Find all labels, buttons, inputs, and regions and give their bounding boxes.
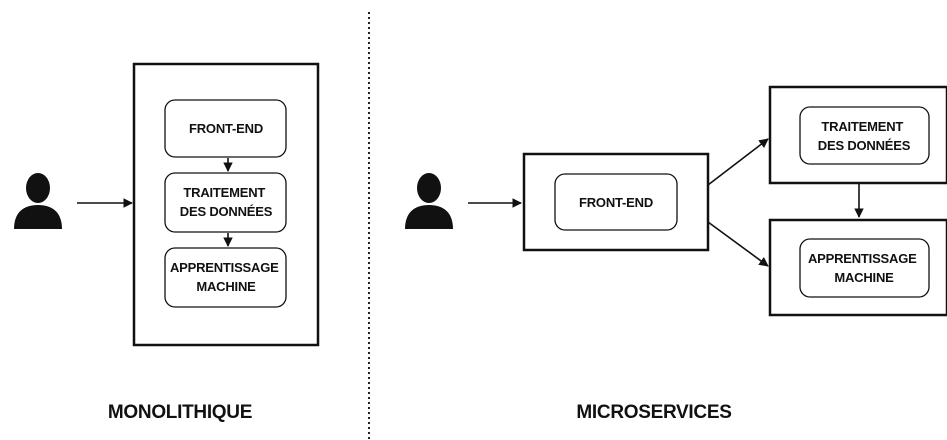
microservices-user-icon bbox=[405, 173, 453, 229]
microservices-front-end-label: FRONT-END bbox=[579, 195, 653, 210]
monolith-data-processing-module: TRAITEMENT DES DONNÉES bbox=[164, 172, 287, 233]
monolith-front-end-label: FRONT-END bbox=[189, 121, 263, 136]
monolith-section: FRONT-END TRAITEMENT DES DONNÉES APPRENT… bbox=[14, 62, 320, 423]
microservices-machine-learning-module: APPRENTISSAGE MACHINE bbox=[799, 238, 930, 298]
monolith-caption: MONOLITHIQUE bbox=[108, 402, 252, 423]
monolith-machine-learning-module: APPRENTISSAGE MACHINE bbox=[164, 247, 287, 308]
microservices-section: FRONT-END TRAITEMENT DES DONNÉES APPRENT… bbox=[405, 85, 947, 423]
microservices-arrow-frontend-to-data bbox=[707, 138, 769, 186]
monolith-data-processing-label: TRAITEMENT DES DONNÉES bbox=[180, 185, 273, 219]
monolith-machine-learning-label: APPRENTISSAGE MACHINE bbox=[170, 260, 282, 294]
microservices-arrow-frontend-to-ml bbox=[707, 221, 769, 267]
microservices-data-processing-label: TRAITEMENT DES DONNÉES bbox=[818, 119, 911, 153]
monolith-front-end-module: FRONT-END bbox=[164, 99, 287, 158]
microservices-front-end-module: FRONT-END bbox=[554, 173, 678, 231]
microservices-machine-learning-label: APPRENTISSAGE MACHINE bbox=[808, 251, 920, 285]
monolith-user-icon bbox=[14, 173, 62, 229]
microservices-data-processing-module: TRAITEMENT DES DONNÉES bbox=[799, 106, 930, 165]
microservices-caption: MICROSERVICES bbox=[576, 402, 731, 423]
